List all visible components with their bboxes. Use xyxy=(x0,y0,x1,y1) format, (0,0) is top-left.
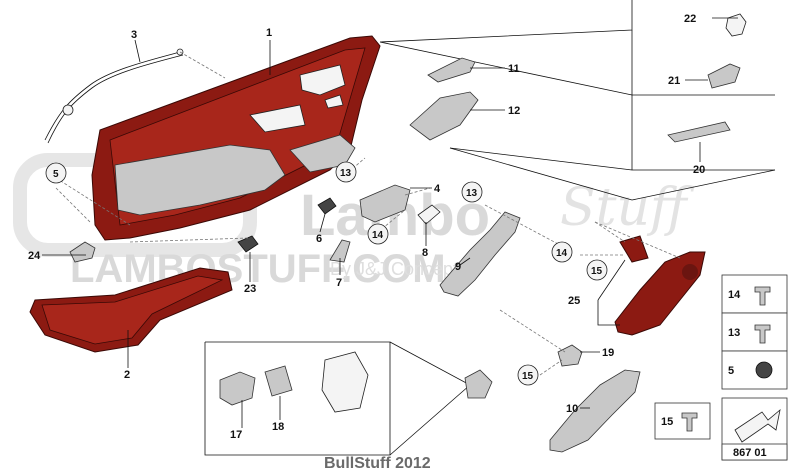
circled-ref-14a: 14 xyxy=(372,230,384,241)
circled-references: 5 13 13 14 14 15 15 xyxy=(45,161,608,386)
callout-8: 8 xyxy=(422,247,428,259)
callout-18: 18 xyxy=(272,421,284,433)
callout-7: 7 xyxy=(336,277,342,289)
circled-ref-5-marker xyxy=(45,162,67,184)
hardware-legend: 14 13 5 15 867 01 xyxy=(654,274,788,461)
part-22 xyxy=(725,13,747,37)
part-2-armrest xyxy=(29,267,233,353)
legend-label-5: 5 xyxy=(728,365,734,377)
inset-box xyxy=(204,341,493,456)
circled-ref-14b-marker xyxy=(551,241,573,263)
part-9 xyxy=(439,211,521,297)
circled-ref-15b: 15 xyxy=(522,371,534,382)
part-4 xyxy=(359,184,431,223)
callout-labels: 1 2 3 4 6 7 8 9 10 11 12 17 18 19 20 21 … xyxy=(28,13,705,441)
callout-10: 10 xyxy=(566,403,578,415)
circled-ref-13b: 13 xyxy=(466,188,478,199)
part-7 xyxy=(329,239,351,263)
callout-22: 22 xyxy=(684,13,696,25)
part-25 xyxy=(614,235,706,336)
circled-ref-15a-marker xyxy=(586,259,608,281)
circled-ref-15a: 15 xyxy=(591,266,603,277)
callout-11: 11 xyxy=(508,63,520,75)
diagram-ref-number: 867 01 xyxy=(733,447,767,459)
watermark-sub: By J&J Concepts xyxy=(330,259,467,279)
bracket-lines xyxy=(379,0,776,201)
callout-19: 19 xyxy=(602,347,614,359)
legend-box-5 xyxy=(721,350,788,390)
clip-icon xyxy=(755,361,773,379)
callout-12: 12 xyxy=(508,105,520,117)
circled-ref-5: 5 xyxy=(53,169,59,180)
callout-2: 2 xyxy=(124,369,130,381)
part-10 xyxy=(549,369,641,453)
part-6 xyxy=(317,197,337,215)
diagram-ref-strip xyxy=(721,443,788,461)
callout-6: 6 xyxy=(316,233,322,245)
screw-icon xyxy=(681,412,698,432)
part-12 xyxy=(409,91,479,141)
legend-box-15 xyxy=(654,402,711,440)
arrow-icon xyxy=(734,408,781,443)
circled-ref-13b-marker xyxy=(461,181,483,203)
watermark: Lambo Stuff LAMBOSTUFF.COM By J&J Concep… xyxy=(13,153,695,291)
part-11 xyxy=(427,57,476,83)
screw-icon xyxy=(754,324,771,344)
callout-21: 21 xyxy=(668,75,680,87)
part-8 xyxy=(417,204,441,225)
callout-23: 23 xyxy=(244,283,256,295)
legend-box-13 xyxy=(721,312,788,352)
callout-20: 20 xyxy=(693,164,705,176)
circled-ref-14b: 14 xyxy=(556,248,568,259)
part-24 xyxy=(69,241,96,263)
part-19 xyxy=(557,344,583,367)
callout-3: 3 xyxy=(131,29,137,41)
callout-4: 4 xyxy=(434,183,441,195)
legend-label-14: 14 xyxy=(728,289,741,301)
part-1-door-panel xyxy=(91,35,381,241)
circled-ref-13a: 13 xyxy=(340,168,352,179)
legend-label-15: 15 xyxy=(661,416,673,428)
callout-17: 17 xyxy=(230,429,242,441)
solid-leaders xyxy=(42,17,738,428)
part-21 xyxy=(707,63,741,89)
screw-icon xyxy=(754,286,771,306)
circled-ref-14a-marker xyxy=(367,223,389,245)
callout-9: 9 xyxy=(455,261,461,273)
legend-label-13: 13 xyxy=(728,327,740,339)
watermark-brand-script: Stuff xyxy=(560,178,695,238)
part-20 xyxy=(667,121,731,143)
caption: BullStuff 2012 xyxy=(324,455,431,472)
watermark-url: LAMBOSTUFF.COM xyxy=(70,247,446,291)
circled-ref-13a-marker xyxy=(335,161,357,183)
callout-1: 1 xyxy=(266,27,272,39)
callout-25: 25 xyxy=(568,295,580,307)
circled-ref-15b-marker xyxy=(517,364,539,386)
callout-24: 24 xyxy=(28,250,41,262)
part-3-cable xyxy=(44,48,226,144)
